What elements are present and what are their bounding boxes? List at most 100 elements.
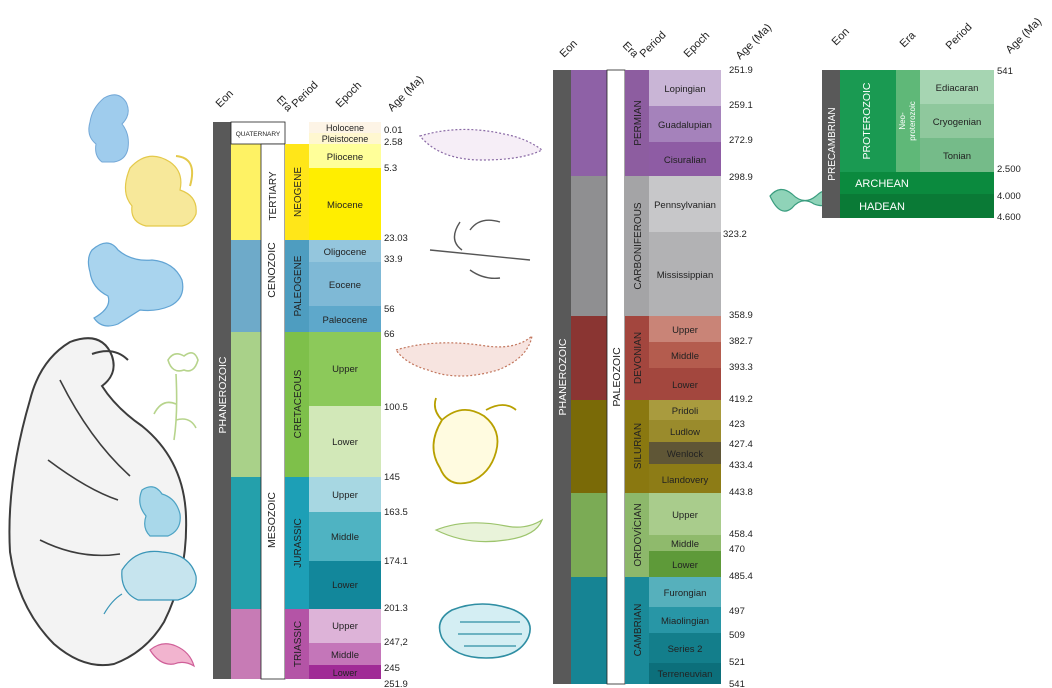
column2-epoch-devonian-lower-label: Lower: [672, 380, 698, 391]
column2-period-permian-label: PERMIAN: [633, 100, 644, 146]
column1-period-triassic-label: TRIASSIC: [293, 621, 304, 667]
column1-period-jurassic-label: JURASSIC: [293, 518, 304, 567]
column1-age-label: 0.01: [384, 125, 403, 136]
column2-header-age: Age (Ma): [734, 22, 774, 62]
column2-epoch-terreneuvian-label: Terreneuvian: [658, 669, 713, 680]
column1-header-eon: Eon: [214, 88, 236, 110]
column2-epoch-devonian-middle-label: Middle: [671, 351, 699, 362]
column1-epoch-pliocene-label: Pliocene: [327, 152, 363, 163]
column1-epoch-paleocene-label: Paleocene: [323, 315, 368, 326]
column2-era-band-devonian: [571, 316, 607, 400]
column2-header-epoch: Epoch: [682, 30, 713, 61]
column1-epoch-cretaceous-lower-label: Lower: [332, 437, 358, 448]
column2-age-label: 485.4: [729, 571, 753, 582]
column2-epoch-cisuralian-label: Cisuralian: [664, 155, 706, 166]
illustration-plant-icon: [154, 353, 198, 440]
column1-age-label: 66: [384, 329, 395, 340]
column2-era-band-carboniferous: [571, 176, 607, 316]
column3-header-age: Age (Ma): [1004, 16, 1044, 56]
column1-era-mesozoic-label: MESOZOIC: [266, 492, 278, 548]
column2-period-ordovician-label: ORDOVÍCIAN: [631, 503, 644, 566]
column1-epoch-triassic-lower-label: Lower: [333, 668, 358, 678]
column1-headers: Eon Era Period Epoch Age (Ma): [214, 74, 426, 115]
column2-epoch-ordovician-upper-label: Upper: [672, 510, 698, 521]
column1-age-label: 163.5: [384, 507, 408, 518]
column2-epoch-pridoli-label: Pridoli: [672, 406, 698, 417]
column2-epoch-lopingian-label: Lopingian: [664, 84, 705, 95]
column1-era-mesozoic-bg: [231, 332, 261, 477]
column2-eon-phanerozoic-label: PHANEROZOIC: [557, 338, 569, 415]
column2-age-label: 419.2: [729, 394, 753, 405]
column1-header-epoch: Epoch: [334, 80, 365, 111]
column1-epoch-triassic-middle-label: Middle: [331, 650, 359, 661]
column2-age-label: 323.2: [723, 229, 747, 240]
column1-age-label: 174.1: [384, 556, 408, 567]
illustration-shrimp-icon: [150, 644, 194, 666]
column3-period-cryogenian-label: Cryogenian: [933, 117, 982, 128]
column1-ages: 0.01 2.58 5.3 23.03 33.9 56 66 100.5 145…: [384, 125, 408, 688]
column2-age-label: 427.4: [729, 439, 753, 450]
column2-age-label: 433.4: [729, 460, 753, 471]
column1-period-neogene-label: NEOGENE: [293, 167, 304, 217]
column3-hadean-label: HADEAN: [859, 201, 905, 213]
column2-header-period: Period: [638, 29, 669, 60]
column1-quaternary-label: QUATERNARY: [236, 131, 281, 138]
column2-epoch-miaolingian-label: Miaolingian: [661, 616, 709, 627]
column2-age-label: 272.9: [729, 135, 753, 146]
column1-epoch-eocene-label: Eocene: [329, 280, 361, 291]
column1-eon-phanerozoic-label: PHANEROZOIC: [217, 356, 229, 433]
illustration-fish-icon: [436, 520, 542, 542]
column2-period-carboniferous-label: CARBONIFEROUS: [633, 202, 644, 290]
column2-era-band-permian: [571, 70, 607, 176]
column3-period-tonian-label: Tonian: [943, 151, 971, 162]
column2-age-label: 393.3: [729, 362, 753, 373]
column1-age-label: 251.9: [384, 679, 408, 688]
column1-era-bar: [261, 144, 285, 679]
column2-age-label: 298.9: [729, 172, 753, 183]
illustration-dragonfly-icon: [430, 220, 530, 278]
column2-era-band-cambrian: [571, 577, 607, 684]
column2-epoch-wenlock-label: Wenlock: [667, 449, 704, 460]
column1-epoch-jurassic-upper-label: Upper: [332, 490, 358, 501]
column2-age-label: 521: [729, 657, 745, 668]
column2-age-label: 497: [729, 606, 745, 617]
column2-age-label: 541: [729, 679, 745, 688]
column1-era-cenozoic-bg2: [231, 240, 261, 332]
column2-age-label: 470: [729, 544, 745, 555]
column2-era-band-silurian: [571, 400, 607, 493]
column2-epoch-guadalupian-label: Guadalupian: [658, 120, 712, 131]
column2-age-label: 509: [729, 630, 745, 641]
column1-age-label: 56: [384, 304, 395, 315]
column2-epoch-furongian-label: Furongian: [664, 588, 707, 599]
column1-epoch-miocene-label: Miocene: [327, 200, 363, 211]
column3-age-label: 4.000: [997, 191, 1021, 202]
column3-age-label: 4.600: [997, 212, 1021, 223]
column2-period-cambrian-label: CAMBRIAN: [633, 604, 644, 657]
column2-age-label: 251.9: [729, 65, 753, 76]
column1-period-cretaceous-label: CRETACEOUS: [293, 369, 304, 438]
column3-age-label: 541: [997, 66, 1013, 77]
column1-era-cenozoic-label: CENOZOIC: [266, 242, 278, 298]
column2-epoch-pennsylvanian-label: Pennsylvanian: [654, 200, 716, 211]
column3-header-period: Period: [944, 21, 975, 52]
column3-period-ediacaran-label: Ediacaran: [936, 83, 979, 94]
column2-era-band-ordovician: [571, 493, 607, 577]
column2-age-label: 458.4: [729, 529, 753, 540]
column1-header-period: Period: [290, 79, 321, 110]
column2-age-label: 423: [729, 419, 745, 430]
column2-epoch-mississippian-label: Mississippian: [657, 270, 714, 281]
column1-age-label: 145: [384, 472, 400, 483]
illustration-trilobite-icon: [440, 604, 531, 658]
column1-header-age: Age (Ma): [386, 74, 426, 114]
column1-era-mesozoic-bg3: [231, 609, 261, 679]
column2-headers: Eon Era Period Epoch Age (Ma): [558, 22, 774, 62]
column3-neoproterozoic-line2: proterozoic: [908, 101, 917, 141]
column2-epoch-ludlow-label: Ludlow: [670, 427, 700, 438]
illustration-marmoset-icon: [89, 95, 129, 162]
column2-era-paleozoic-label: PALEOZOIC: [611, 347, 623, 407]
column3-ages: 541 2.500 4.000 4.600: [997, 66, 1021, 223]
column1-age-label: 100.5: [384, 402, 408, 413]
column2-header-eon: Eon: [558, 38, 580, 60]
illustration-horse-icon: [88, 243, 182, 326]
column1-epoch-holocene-label: Holocene: [326, 123, 364, 133]
